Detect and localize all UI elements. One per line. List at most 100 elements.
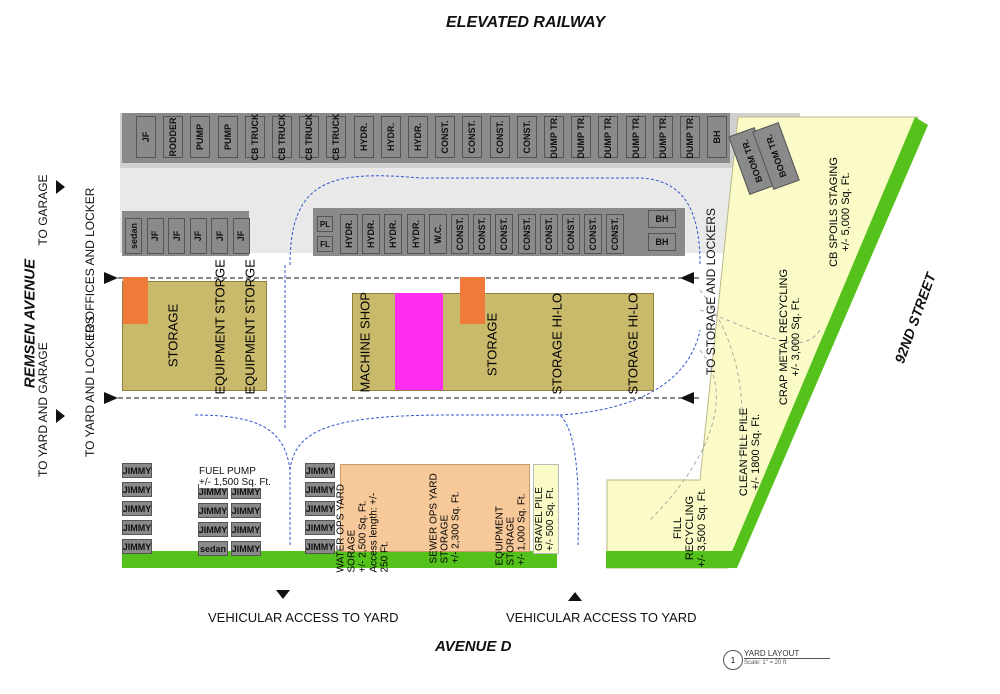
mid-right-stall: CONST. bbox=[606, 214, 625, 254]
mid-right-stall: CONST. bbox=[517, 214, 536, 254]
arrow-up-icon bbox=[568, 592, 582, 601]
title-block-scale: Scale: 1" = 20 ft bbox=[744, 660, 787, 666]
top-row-stall-label: BH bbox=[712, 130, 723, 144]
top-row-stall: JF bbox=[136, 116, 156, 158]
vehicular-access-2: VEHICULAR ACCESS TO YARD bbox=[506, 610, 697, 625]
top-row-stall: PUMP bbox=[217, 116, 238, 158]
arrowhead-icon bbox=[680, 392, 694, 404]
mid-right-stall: CONST. bbox=[584, 214, 603, 254]
mid-left-stall-label: JF bbox=[193, 230, 203, 242]
fuel-pump-title: FUEL PUMP bbox=[199, 466, 256, 477]
mid-right-stall-label: W.C. bbox=[432, 224, 443, 244]
jimmy-stall: JIMMY bbox=[305, 482, 335, 497]
jimmy-stall: JIMMY bbox=[231, 522, 261, 537]
label-hilo-1: STORAGE HI-LO bbox=[549, 292, 565, 395]
jimmy-stall: JIMMY bbox=[122, 482, 152, 497]
jimmy-stall: JIMMY bbox=[305, 539, 335, 554]
jimmy-stall: JIMMY bbox=[122, 520, 152, 535]
top-row-stall: CONST. bbox=[462, 116, 483, 158]
top-row-stall-label: RODDER bbox=[168, 117, 179, 157]
mid-right-stall-label: CONST. bbox=[610, 217, 621, 251]
top-row-stall-label: DUMP TR. bbox=[603, 115, 614, 159]
top-row-stall-label: CONST. bbox=[440, 120, 451, 154]
stall-bh-1: BH bbox=[648, 210, 676, 228]
mid-left-stall: JF bbox=[232, 218, 250, 254]
label-to-yard-garage: TO YARD AND GARAGE bbox=[36, 342, 50, 477]
top-row-stall-label: PUMP bbox=[222, 123, 233, 151]
jimmy-stall: JIMMY bbox=[198, 503, 228, 518]
path-loop bbox=[289, 175, 701, 266]
top-row-stall: HYDR. bbox=[353, 116, 374, 158]
title-block-number: 1 bbox=[723, 650, 743, 670]
mid-right-stall: HYDR. bbox=[384, 214, 403, 254]
top-row-stall-label: DUMP TR. bbox=[549, 115, 559, 159]
top-row-stall: CB TRUCK bbox=[326, 113, 347, 161]
mid-right-stall-label: HYDR. bbox=[410, 219, 421, 249]
top-row-stall: CB TRUCK bbox=[272, 114, 292, 161]
top-row-stall-label: DUMP TR. bbox=[685, 115, 695, 159]
street-avenue-d: AVENUE D bbox=[435, 638, 512, 655]
mid-right-stall-label: HYDR. bbox=[388, 219, 399, 249]
jimmy-stall: JIMMY bbox=[198, 522, 228, 537]
label-to-garage: TO GARAGE bbox=[36, 174, 50, 246]
sedan-stall: sedan bbox=[198, 541, 228, 556]
arrow-down-icon bbox=[276, 590, 290, 599]
top-row-stall: PUMP bbox=[190, 116, 211, 158]
label-to-yard-lockers: TO YARD AND LOCKERS bbox=[83, 316, 97, 457]
top-row-stall: DUMP TR. bbox=[598, 115, 619, 159]
top-row-stall: DUMP TR. bbox=[652, 115, 673, 159]
top-row-stall-label: HYDR. bbox=[385, 122, 396, 152]
top-row-stall: HYDR. bbox=[380, 116, 401, 158]
mid-right-stall: CONST. bbox=[451, 214, 469, 254]
mid-right-stall: CONST. bbox=[562, 214, 580, 254]
stall-bh-2: BH bbox=[648, 233, 676, 251]
mid-left-stall-label: JF bbox=[214, 230, 225, 242]
mid-left-stall-label: JF bbox=[171, 230, 182, 242]
street-elevated-railway: ELEVATED RAILWAY bbox=[446, 14, 606, 31]
jimmy-stall: JIMMY bbox=[305, 520, 335, 535]
mid-right-stall-label: CONST. bbox=[499, 217, 510, 251]
top-row-stall: DUMP TR. bbox=[625, 115, 646, 159]
vehicular-access-1: VEHICULAR ACCESS TO YARD bbox=[208, 610, 399, 625]
top-row-stall: HYDR. bbox=[408, 116, 428, 158]
mid-right-stall-label: CONST. bbox=[477, 217, 488, 251]
mid-right-stall: HYDR. bbox=[406, 214, 425, 254]
label-to-storage-lockers: TO STORAGE AND LOCKERS bbox=[704, 208, 718, 375]
arrowhead-icon bbox=[104, 392, 118, 404]
mid-right-stall: CONST. bbox=[473, 214, 492, 254]
top-row-stall: DUMP TR. bbox=[571, 115, 592, 159]
top-row-stall: DUMP TR. bbox=[544, 115, 564, 159]
jimmy-stall: JIMMY bbox=[305, 463, 335, 478]
top-row-stall-label: DUMP TR. bbox=[657, 115, 668, 159]
gravel-area bbox=[533, 464, 559, 554]
label-hilo-2: STORAGE HI-LO bbox=[625, 292, 641, 395]
mid-right-stall: CONST. bbox=[495, 214, 514, 254]
jimmy-stall: JIMMY bbox=[122, 539, 152, 554]
green-strip-south-1 bbox=[122, 551, 557, 568]
mid-right-stall-label: CONST. bbox=[521, 217, 532, 251]
stall-pl: PL bbox=[317, 216, 333, 232]
mid-right-stall-label: HYDR. bbox=[366, 219, 377, 249]
mid-left-stall-label: JF bbox=[236, 230, 246, 242]
mid-left-stall: JF bbox=[168, 218, 185, 254]
top-row-stall: CONST. bbox=[489, 116, 510, 158]
top-row-stall-label: CB TRUCK bbox=[331, 113, 342, 161]
fuel-pump-area: +/- 1,500 Sq. Ft. bbox=[199, 477, 271, 488]
top-row-stall: BH bbox=[707, 116, 728, 158]
stall-fl: FL bbox=[317, 236, 333, 252]
top-row-stall: CONST. bbox=[435, 116, 456, 158]
top-row-stall-label: CB TRUCK bbox=[249, 113, 260, 161]
mid-right-stall: W.C. bbox=[428, 214, 447, 254]
green-strip-south-2 bbox=[606, 551, 734, 568]
top-row-stall: CONST. bbox=[516, 116, 537, 158]
orange-block-1 bbox=[123, 277, 148, 324]
cb-spoils-label: CB SPOILS STAGING+/- 5,000 Sq. Ft. bbox=[828, 157, 852, 267]
top-row-stall: RODDER bbox=[163, 116, 184, 158]
top-row-stall-label: CB TRUCK bbox=[304, 113, 315, 161]
arrowhead-icon bbox=[104, 272, 118, 284]
gravel-label: GRAVEL PILE+/- 500 Sq. Ft. bbox=[534, 487, 556, 551]
label-storage-1: STORAGE bbox=[165, 303, 181, 368]
